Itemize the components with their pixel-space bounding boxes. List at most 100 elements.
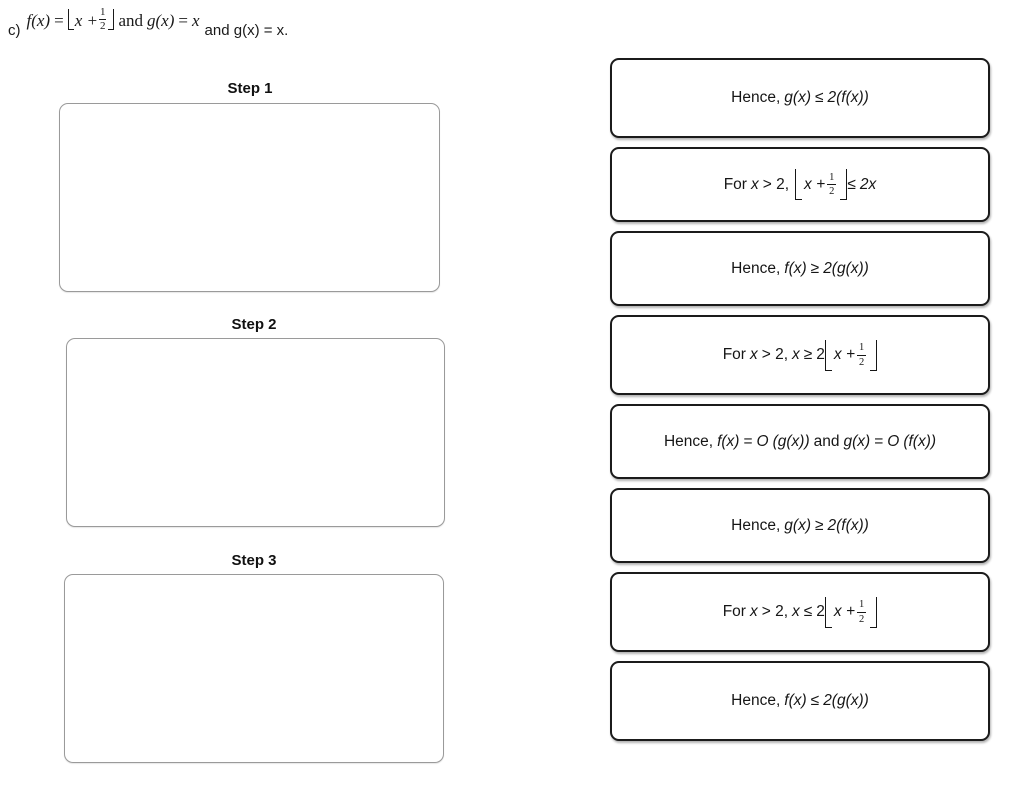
step-2-dropzone[interactable] bbox=[66, 338, 445, 527]
option-7-inner-expression: x + bbox=[833, 603, 856, 621]
option-1-relation: ≤ bbox=[814, 89, 824, 107]
floor-right-bracket-icon bbox=[108, 9, 115, 30]
option-7-variable: x bbox=[749, 603, 758, 621]
option-7-coefficient: 2 bbox=[816, 603, 825, 621]
option-1-rhs: 2(f(x)) bbox=[827, 89, 869, 107]
option-4-lead: For bbox=[722, 346, 746, 364]
option-card-4-text: For x > 2, x ≥ 2 x + 1 2 bbox=[722, 339, 878, 371]
option-7-lhs: x bbox=[792, 603, 800, 621]
fraction-denominator: 2 bbox=[857, 354, 867, 368]
option-5-bigo: O bbox=[756, 432, 769, 450]
option-5-conjunction: and bbox=[813, 432, 840, 450]
fraction-numerator: 1 bbox=[859, 342, 865, 354]
option-card-3-text: Hence, f(x) ≥ 2(g(x)) bbox=[731, 260, 869, 277]
option-card-5[interactable]: Hence, f(x) = O (g(x)) and g(x) = O (f(x… bbox=[610, 404, 990, 479]
option-card-1[interactable]: Hence, g(x) ≤ 2(f(x)) bbox=[610, 58, 990, 138]
option-card-list: Hence, g(x) ≤ 2(f(x)) For x > 2, x + 1 2… bbox=[610, 58, 990, 750]
floor-left-bracket-icon bbox=[824, 596, 832, 628]
fraction-one-half: 1 2 bbox=[827, 171, 837, 197]
option-4-condition: > 2, bbox=[761, 346, 789, 364]
floor-right-bracket-icon bbox=[870, 596, 878, 628]
option-5-relation-2: = bbox=[874, 432, 884, 450]
option-6-rhs: 2(f(x)) bbox=[827, 516, 869, 534]
step-3-dropzone[interactable] bbox=[64, 574, 444, 763]
variable-x: x bbox=[191, 10, 200, 30]
fraction-one-half: 1 2 bbox=[98, 6, 107, 32]
fraction-one-half: 1 2 bbox=[857, 342, 867, 368]
fraction-denominator: 2 bbox=[98, 19, 107, 32]
option-2-lead: For bbox=[723, 175, 747, 193]
option-card-2[interactable]: For x > 2, x + 1 2 ≤ 2x bbox=[610, 147, 990, 222]
option-5-bigo-2: O bbox=[887, 432, 900, 450]
option-5-lead: Hence, bbox=[663, 432, 714, 450]
option-2-variable: x bbox=[750, 175, 759, 193]
option-card-5-text: Hence, f(x) = O (g(x)) and g(x) = O (f(x… bbox=[664, 433, 936, 450]
option-card-8-text: Hence, f(x) ≤ 2(g(x)) bbox=[731, 692, 869, 709]
option-2-rhs: 2x bbox=[859, 175, 877, 193]
option-card-4[interactable]: For x > 2, x ≥ 2 x + 1 2 bbox=[610, 315, 990, 395]
step-3-label: Step 3 bbox=[231, 552, 277, 569]
equals-sign-2: = bbox=[178, 10, 188, 30]
option-5-relation: = bbox=[743, 432, 753, 450]
option-5-function: f(x) bbox=[717, 432, 740, 450]
option-8-lead: Hence, bbox=[731, 692, 781, 710]
option-card-7[interactable]: For x > 2, x ≤ 2 x + 1 2 bbox=[610, 572, 990, 652]
floor-inner-expression: x + bbox=[74, 10, 98, 30]
question-header: c) f(x) = x + 1 2 and g(x) = x and g(x) … bbox=[8, 6, 628, 40]
question-tail-text: and g(x) = x. bbox=[204, 22, 289, 39]
option-4-coefficient: 2 bbox=[816, 346, 825, 364]
option-card-1-text: Hence, g(x) ≤ 2(f(x)) bbox=[731, 89, 869, 106]
step-1-dropzone[interactable] bbox=[59, 103, 440, 292]
floor-right-bracket-icon bbox=[840, 169, 848, 200]
option-3-lead: Hence, bbox=[731, 259, 781, 277]
option-2-inner-expression: x + bbox=[804, 175, 826, 193]
step-2-label: Step 2 bbox=[231, 316, 277, 333]
function-f-of-x: f(x) bbox=[26, 10, 51, 30]
floor-left-bracket-icon bbox=[824, 339, 832, 371]
option-card-8[interactable]: Hence, f(x) ≤ 2(g(x)) bbox=[610, 661, 990, 741]
option-3-function: f(x) bbox=[784, 259, 807, 277]
option-4-variable: x bbox=[749, 346, 758, 364]
option-3-relation: ≥ bbox=[810, 259, 820, 277]
question-label: c) bbox=[8, 22, 21, 39]
fraction-denominator: 2 bbox=[827, 184, 837, 197]
option-card-6[interactable]: Hence, g(x) ≥ 2(f(x)) bbox=[610, 488, 990, 563]
option-4-lhs: x bbox=[792, 346, 800, 364]
floor-left-bracket-icon bbox=[67, 9, 74, 30]
fraction-denominator: 2 bbox=[857, 611, 867, 625]
floor-left-bracket-icon bbox=[795, 169, 803, 200]
fraction-one-half: 1 2 bbox=[857, 599, 867, 625]
option-5-function-2: g(x) bbox=[843, 432, 871, 450]
option-6-function: g(x) bbox=[784, 516, 811, 534]
fraction-numerator: 1 bbox=[99, 6, 106, 18]
option-card-2-text: For x > 2, x + 1 2 ≤ 2x bbox=[723, 169, 877, 200]
function-g-of-x: g(x) bbox=[147, 10, 175, 30]
step-1-label: Step 1 bbox=[227, 80, 273, 97]
option-3-rhs: 2(g(x)) bbox=[823, 259, 869, 277]
option-7-condition: > 2, bbox=[761, 603, 789, 621]
option-8-relation: ≤ bbox=[810, 692, 820, 710]
equals-sign: = bbox=[54, 10, 64, 30]
fraction-numerator: 1 bbox=[859, 599, 865, 611]
option-7-relation: ≤ bbox=[803, 603, 813, 621]
option-4-relation: ≥ bbox=[803, 346, 813, 364]
option-1-function: g(x) bbox=[784, 89, 811, 107]
option-6-lead: Hence, bbox=[731, 516, 781, 534]
option-5-bigo-arg: (g(x)) bbox=[772, 432, 810, 450]
conjunction-and: and bbox=[118, 10, 144, 30]
option-7-lead: For bbox=[722, 603, 746, 621]
option-2-condition: > 2, bbox=[762, 175, 790, 193]
option-4-inner-expression: x + bbox=[833, 346, 856, 364]
fraction-numerator: 1 bbox=[829, 171, 835, 183]
option-8-rhs: 2(g(x)) bbox=[823, 692, 869, 710]
option-card-7-text: For x > 2, x ≤ 2 x + 1 2 bbox=[722, 596, 878, 628]
option-6-relation: ≥ bbox=[814, 516, 824, 534]
floor-right-bracket-icon bbox=[870, 339, 878, 371]
option-1-lead: Hence, bbox=[731, 89, 781, 107]
option-2-relation: ≤ bbox=[847, 175, 856, 193]
option-5-bigo-arg-2: (f(x)) bbox=[903, 432, 937, 450]
option-card-6-text: Hence, g(x) ≥ 2(f(x)) bbox=[731, 517, 869, 534]
option-card-3[interactable]: Hence, f(x) ≥ 2(g(x)) bbox=[610, 231, 990, 306]
option-8-function: f(x) bbox=[784, 692, 807, 710]
question-formula: f(x) = x + 1 2 and g(x) = x bbox=[26, 6, 200, 33]
